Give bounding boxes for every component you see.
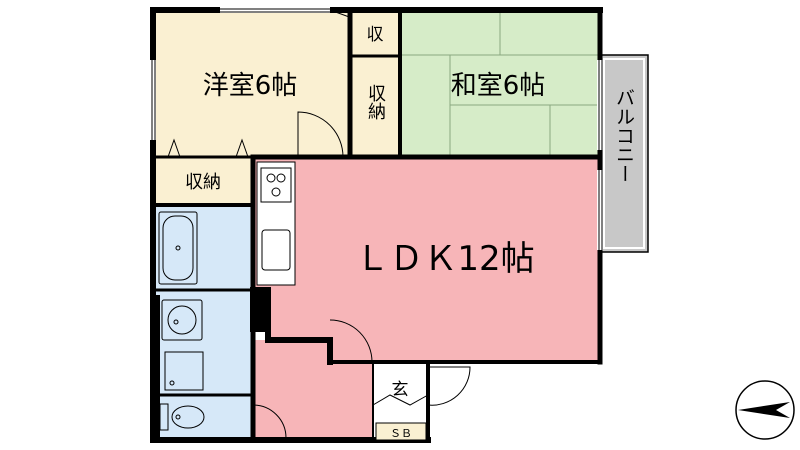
label-japanese: 和室6帖 — [451, 71, 546, 101]
label-closet-japanese: 収納 — [365, 84, 386, 120]
bathtub-icon — [158, 211, 198, 285]
washer-icon — [164, 351, 204, 391]
closet-small — [350, 10, 400, 55]
label-closet-small: 収 — [367, 25, 384, 45]
sink-icon — [261, 229, 291, 271]
stove-icon — [260, 167, 292, 203]
balcony-area — [599, 54, 649, 253]
label-balcony: バルコニー — [613, 88, 635, 183]
compass-icon — [735, 380, 795, 440]
label-ldk: ＬＤＫ12帖 — [355, 239, 534, 279]
shoebox — [375, 422, 427, 441]
label-entrance: 玄 — [392, 380, 409, 400]
ldk-room — [253, 157, 600, 362]
closet-japanese — [350, 57, 400, 155]
washbasin-icon — [161, 299, 203, 341]
western-room — [153, 10, 350, 157]
hallway — [253, 340, 373, 440]
closet-western — [153, 157, 253, 205]
toilet — [153, 395, 253, 440]
label-closet-western: 収納 — [185, 172, 221, 193]
label-shoebox: ＳＢ — [390, 427, 412, 440]
label-western: 洋室6帖 — [203, 71, 298, 101]
kitchen-counter — [256, 161, 296, 286]
toilet-icon — [159, 403, 205, 431]
bathroom — [153, 205, 253, 290]
